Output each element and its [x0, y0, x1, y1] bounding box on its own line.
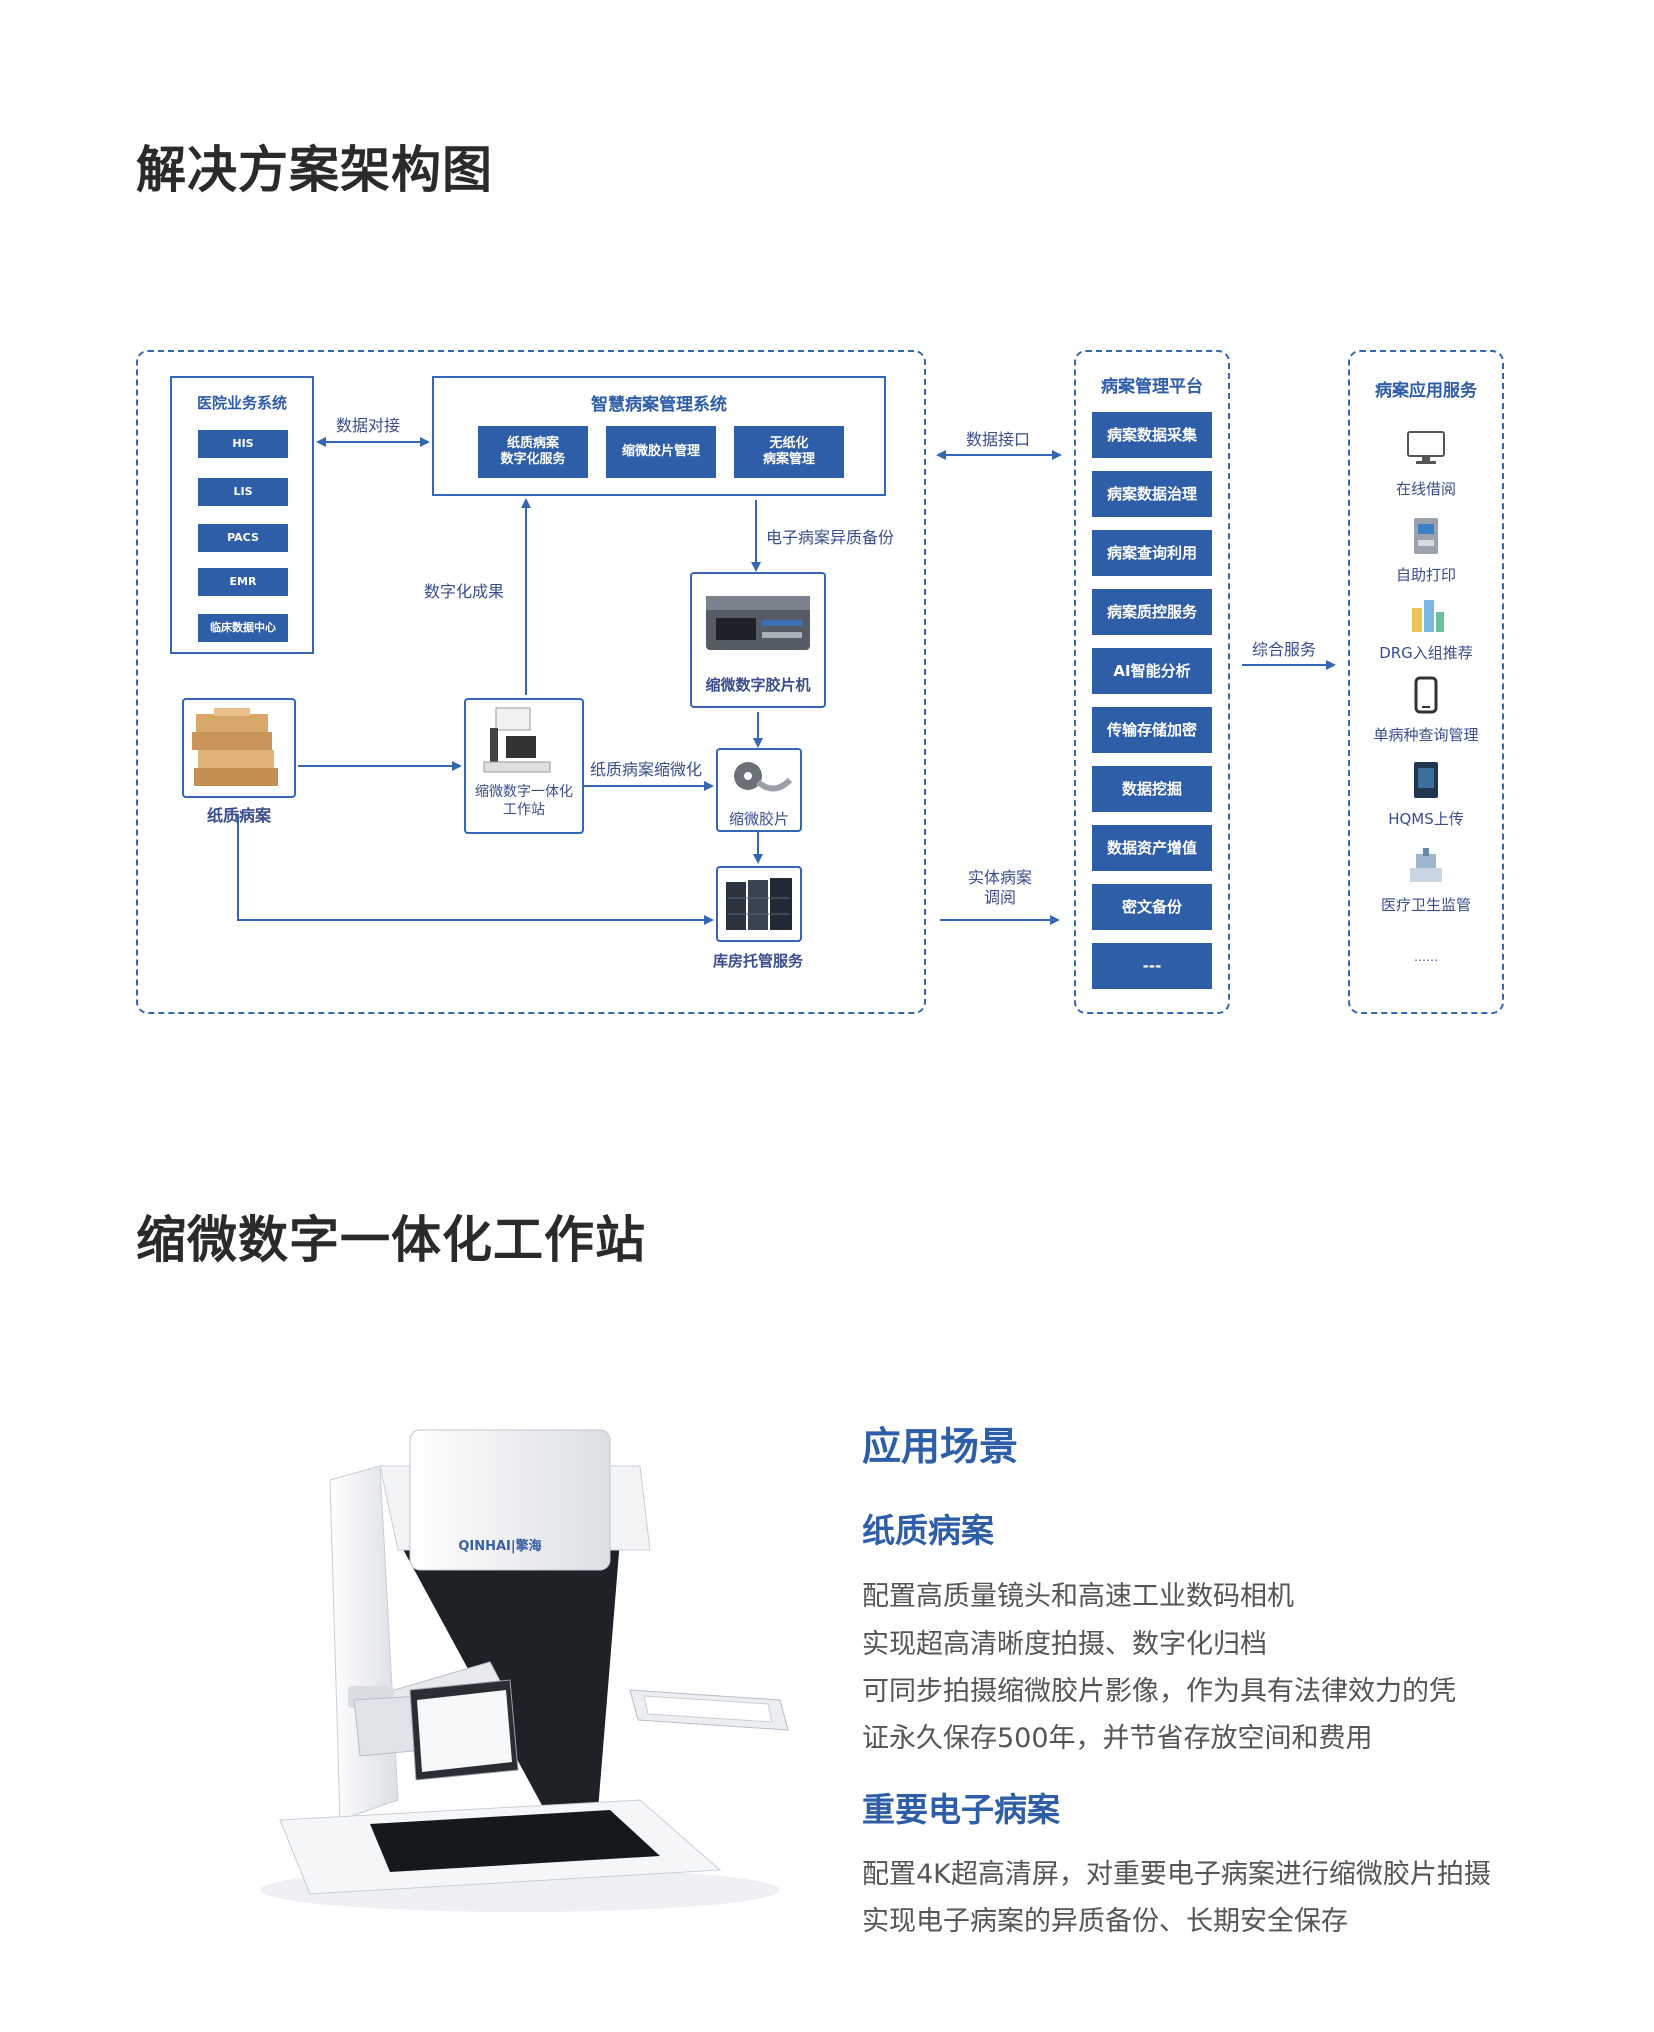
- paper-scenario-title: 纸质病案: [862, 1511, 994, 1550]
- smart-system-title: 智慧病案管理系统: [591, 395, 727, 415]
- hospital-system-item: HIS: [198, 430, 288, 458]
- workstation-product-illustration: QINHAI|擎海: [260, 1429, 789, 1912]
- architecture-title: 解决方案架构图: [136, 141, 493, 199]
- paper-line-2: 实现超高清晰度拍摄、数字化归档: [862, 1629, 1267, 1660]
- hospital-system-item: EMR: [198, 568, 288, 596]
- platform-item: 病案数据采集: [1092, 412, 1212, 458]
- connector-layer: [237, 437, 1336, 925]
- paper-boxes-icon: [192, 708, 278, 786]
- hospital-system-item: LIS: [198, 478, 288, 506]
- platform-item: 数据挖掘: [1092, 766, 1212, 812]
- mobile-phone-icon: [1404, 676, 1448, 716]
- hospital-system-title: 医院业务系统: [196, 394, 287, 412]
- app-item-label: 单病种查询管理: [1373, 726, 1479, 744]
- product-brand: QINHAI|擎海: [458, 1538, 541, 1554]
- paper-records-node: [182, 698, 296, 798]
- platform-item: ---: [1092, 943, 1212, 989]
- apps-frame: [1348, 350, 1504, 1014]
- monitor-icon: [1404, 430, 1448, 470]
- emr-line-2: 实现电子病案的异质备份、长期安全保存: [862, 1906, 1348, 1937]
- edge-digital-result: 数字化成果: [424, 582, 505, 601]
- workstation-title: 缩微数字一体化工作站: [136, 1211, 646, 1269]
- arrow-paper-storage: [237, 814, 714, 925]
- storage-node: [716, 866, 802, 942]
- smart-system-item: 缩微胶片管理: [606, 426, 716, 478]
- workstation-icon: [483, 707, 551, 773]
- platform-item: AI智能分析: [1092, 648, 1212, 694]
- app-item-label: 在线借阅: [1395, 480, 1456, 498]
- app-item-label: 医疗卫生监管: [1380, 896, 1471, 914]
- apps-title: 病案应用服务: [1375, 381, 1477, 401]
- microfilm-node: 缩微胶片: [716, 748, 802, 832]
- film-machine-icon: [706, 596, 810, 650]
- edge-backup: 电子病案异质备份: [766, 528, 895, 547]
- hospital-system-box: 医院业务系统 HIS LIS PACS EMR 临床数据中心: [170, 376, 314, 654]
- microfilm-machine-node: 缩微数字胶片机: [690, 572, 826, 708]
- source-frame: [136, 350, 926, 1014]
- apps-more: ……: [1414, 950, 1438, 964]
- platform-title: 病案管理平台: [1101, 377, 1203, 397]
- storage-rack-icon: [726, 878, 792, 930]
- platform-item: 数据资产增值: [1092, 825, 1212, 871]
- app-item-label: DRG入组推荐: [1379, 644, 1473, 662]
- tablet-icon: [1404, 760, 1448, 800]
- edge-service: 综合服务: [1252, 640, 1317, 659]
- hospital-building-icon: [1404, 846, 1448, 886]
- kiosk-printer-icon: [1404, 516, 1448, 556]
- smart-system-item: 无纸化 病案管理: [734, 426, 844, 478]
- edge-data-link: 数据对接: [336, 416, 401, 435]
- platform-item: 病案质控服务: [1092, 589, 1212, 635]
- microfilm-machine-label: 缩微数字胶片机: [705, 676, 811, 694]
- paper-line-4: 证永久保存500年，并节省存放空间和费用: [862, 1723, 1373, 1754]
- edge-data-interface: 数据接口: [966, 430, 1031, 449]
- platform-item: 传输存储加密: [1092, 707, 1212, 753]
- platform-frame: [1074, 350, 1230, 1014]
- edge-microfilm: 纸质病案缩微化: [590, 760, 703, 779]
- scene-title: 应用场景: [862, 1425, 1019, 1470]
- app-item-label: HQMS上传: [1388, 810, 1464, 828]
- microfilm-label: 缩微胶片: [728, 810, 789, 828]
- platform-item: 病案数据治理: [1092, 471, 1212, 517]
- paper-records-label: 纸质病案: [206, 806, 271, 825]
- paper-line-1: 配置高质量镜头和高速工业数码相机: [862, 1581, 1294, 1612]
- smart-system-item: 纸质病案 数字化服务: [478, 426, 588, 478]
- platform-item: 密文备份: [1092, 884, 1212, 930]
- smart-system-box: 智慧病案管理系统 纸质病案 数字化服务缩微胶片管理无纸化 病案管理: [432, 376, 886, 496]
- film-reel-icon: [734, 762, 793, 792]
- workstation-label: 缩微数字一体化 工作站: [475, 784, 573, 818]
- platform-item: 病案查询利用: [1092, 530, 1212, 576]
- emr-scenario-title: 重要电子病案: [862, 1790, 1060, 1829]
- app-item-label: 自助打印: [1395, 566, 1456, 584]
- paper-line-3: 可同步拍摄缩微胶片影像，作为具有法律效力的凭: [862, 1676, 1456, 1707]
- hospital-system-item: PACS: [198, 524, 288, 552]
- edge-physical: 实体病案 调阅: [967, 868, 1032, 907]
- storage-label: 库房托管服务: [712, 952, 803, 970]
- hospital-system-item: 临床数据中心: [198, 614, 288, 642]
- buildings-chart-icon: [1404, 594, 1448, 634]
- emr-line-1: 配置4K超高清屏，对重要电子病案进行缩微胶片拍摄: [862, 1859, 1491, 1890]
- workstation-node: 缩微数字一体化 工作站: [464, 698, 584, 834]
